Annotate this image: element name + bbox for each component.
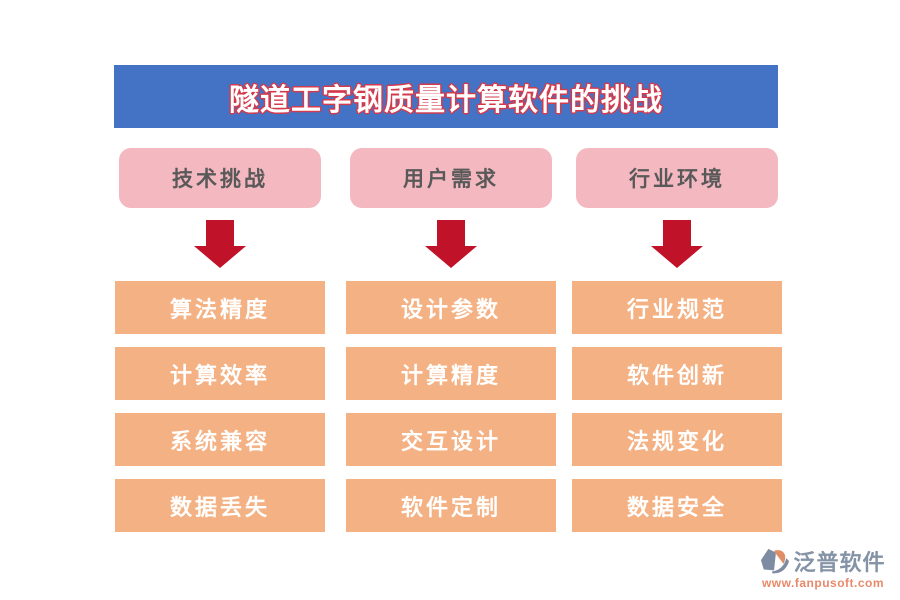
- column-user-needs: 用户需求 设计参数 计算精度 交互设计 软件定制: [346, 148, 556, 532]
- list-item: 软件创新: [572, 347, 782, 400]
- fanpu-logo-icon: [760, 546, 790, 576]
- list-item: 法规变化: [572, 413, 782, 466]
- item-label: 软件创新: [626, 362, 727, 388]
- category-label: 技术挑战: [172, 167, 268, 191]
- item-label: 算法精度: [169, 296, 270, 322]
- column-tech-challenge: 技术挑战 算法精度 计算效率 系统兼容 数据丢失: [115, 148, 325, 532]
- item-label: 交互设计: [400, 428, 501, 454]
- list-item: 系统兼容: [115, 413, 325, 466]
- item-label: 系统兼容: [169, 428, 270, 454]
- item-label: 行业规范: [626, 296, 727, 322]
- item-label: 数据丢失: [169, 494, 270, 520]
- item-label: 数据安全: [626, 494, 727, 520]
- page-title: 隧道工字钢质量计算软件的挑战: [229, 83, 663, 117]
- list-item: 计算效率: [115, 347, 325, 400]
- list-item: 交互设计: [346, 413, 556, 466]
- list-item: 软件定制: [346, 479, 556, 532]
- category-box: 行业环境: [576, 148, 778, 208]
- down-arrow-icon: [194, 220, 246, 268]
- list-item: 算法精度: [115, 281, 325, 334]
- item-label: 设计参数: [400, 296, 501, 322]
- item-label: 计算效率: [169, 362, 270, 388]
- list-item: 计算精度: [346, 347, 556, 400]
- brand-url: www.fanpusoft.com: [761, 576, 885, 590]
- item-label: 法规变化: [626, 428, 727, 454]
- category-label: 用户需求: [403, 167, 499, 191]
- list-item: 设计参数: [346, 281, 556, 334]
- list-item: 行业规范: [572, 281, 782, 334]
- list-item: 数据安全: [572, 479, 782, 532]
- category-box: 技术挑战: [119, 148, 321, 208]
- down-arrow-icon: [651, 220, 703, 268]
- item-label: 计算精度: [400, 362, 501, 388]
- item-label: 软件定制: [400, 494, 501, 520]
- category-box: 用户需求: [350, 148, 552, 208]
- category-label: 行业环境: [629, 167, 725, 191]
- list-item: 数据丢失: [115, 479, 325, 532]
- brand-watermark: 泛普软件 www.fanpusoft.com: [752, 545, 894, 590]
- brand-name: 泛普软件: [793, 550, 886, 575]
- column-industry-env: 行业环境 行业规范 软件创新 法规变化 数据安全: [572, 148, 782, 532]
- title-banner: 隧道工字钢质量计算软件的挑战: [114, 65, 778, 128]
- down-arrow-icon: [425, 220, 477, 268]
